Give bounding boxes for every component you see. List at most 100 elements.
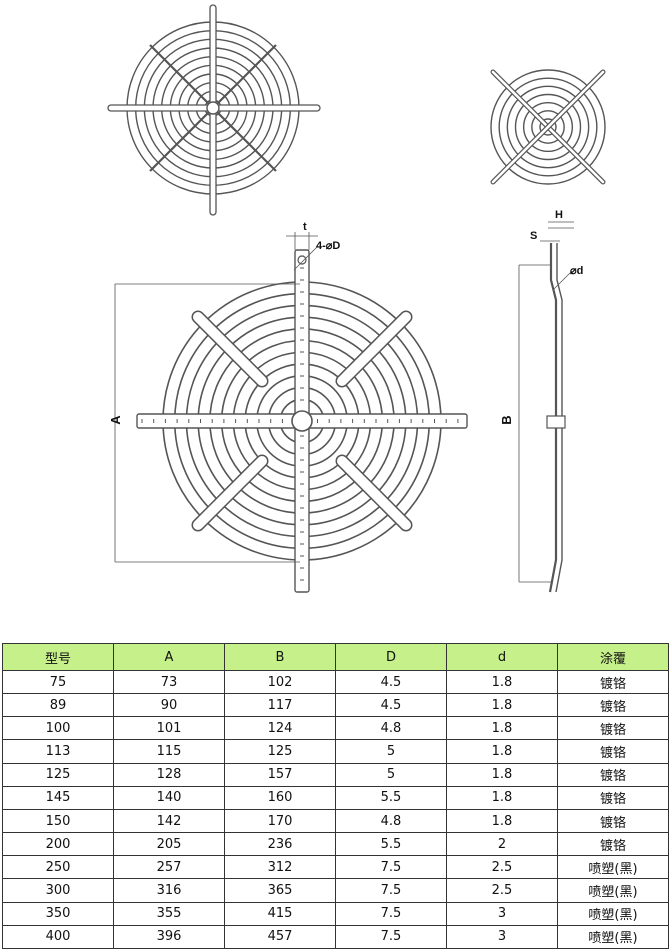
technical-drawings: A B H S t 4-⌀D ⌀d bbox=[107, 4, 606, 593]
table-cell: 5 bbox=[335, 739, 447, 764]
table-cell: 300 bbox=[2, 878, 114, 903]
table-cell: 7.5 bbox=[335, 901, 447, 926]
hole-label-big-d: 4-⌀D bbox=[316, 240, 340, 252]
table-cell: 1.8 bbox=[446, 716, 558, 741]
table-cell: 1.8 bbox=[446, 785, 558, 810]
table-cell: 1.8 bbox=[446, 739, 558, 764]
guard-ring bbox=[490, 69, 606, 185]
table-cell: 7.5 bbox=[335, 855, 447, 880]
table-cell: 镀铬 bbox=[557, 716, 669, 741]
table-cell: 7.5 bbox=[335, 878, 447, 903]
table-cell: 400 bbox=[2, 924, 114, 950]
col-header-a: A bbox=[113, 643, 225, 671]
table-cell: 5.5 bbox=[335, 832, 447, 857]
table-cell: 喷塑(黑) bbox=[557, 878, 669, 903]
side-hub bbox=[546, 415, 566, 429]
table-cell: 396 bbox=[113, 924, 225, 950]
table-cell: 2 bbox=[446, 832, 558, 857]
guard-spoke-inner bbox=[193, 456, 267, 530]
dim-label-s: S bbox=[530, 230, 537, 242]
table-cell: 200 bbox=[2, 832, 114, 857]
guard-hub bbox=[291, 410, 313, 432]
table-cell: 73 bbox=[113, 669, 225, 695]
guard-side-view bbox=[518, 221, 574, 593]
table-cell: 2.5 bbox=[446, 855, 558, 880]
guard-front-view bbox=[114, 232, 468, 593]
table-cell: 镀铬 bbox=[557, 693, 669, 718]
table-cell: 喷塑(黑) bbox=[557, 901, 669, 926]
guard-spoke bbox=[149, 107, 214, 172]
table-cell: 415 bbox=[224, 901, 336, 926]
hole-label-small-d: ⌀d bbox=[570, 265, 583, 277]
table-cell: 喷塑(黑) bbox=[557, 855, 669, 880]
table-cell: 3 bbox=[446, 924, 558, 950]
guard-ring bbox=[514, 93, 582, 161]
table-cell: 4.8 bbox=[335, 808, 447, 834]
table-cell: 312 bbox=[224, 855, 336, 880]
table-cell: 140 bbox=[113, 785, 225, 810]
guard-ring bbox=[522, 101, 574, 153]
leader-line bbox=[552, 270, 573, 291]
table-cell: 316 bbox=[113, 878, 225, 903]
table-cell: 157 bbox=[224, 762, 336, 787]
guard-round-iso-view bbox=[107, 4, 321, 216]
leader-line bbox=[293, 245, 319, 271]
guard-ring bbox=[539, 118, 557, 136]
table-cell: 1.8 bbox=[446, 669, 558, 695]
table-cell: 125 bbox=[224, 739, 336, 764]
table-cell: 142 bbox=[113, 808, 225, 834]
table-cell: 250 bbox=[2, 855, 114, 880]
guard-hub bbox=[206, 101, 220, 115]
table-cell: 117 bbox=[224, 693, 336, 718]
guard-ring bbox=[531, 110, 565, 144]
table-cell: 101 bbox=[113, 716, 225, 741]
guard-spoke-inner bbox=[337, 312, 411, 386]
guard-square-iso-view bbox=[490, 69, 606, 185]
col-header-d-small: d bbox=[446, 643, 558, 671]
guard-spoke-inner bbox=[337, 456, 411, 530]
guard-spoke bbox=[212, 44, 277, 109]
col-header-coating: 涂覆 bbox=[557, 643, 669, 671]
table-cell: 3 bbox=[446, 901, 558, 926]
table-cell: 5.5 bbox=[335, 785, 447, 810]
table-cell: 90 bbox=[113, 693, 225, 718]
table-cell: 4.8 bbox=[335, 716, 447, 741]
table-cell: 镀铬 bbox=[557, 669, 669, 695]
col-header-b: B bbox=[224, 643, 336, 671]
table-cell: 镀铬 bbox=[557, 762, 669, 787]
dim-label-h: H bbox=[555, 209, 563, 221]
guard-ring bbox=[506, 85, 590, 169]
dim-label-a: A bbox=[108, 415, 123, 425]
table-cell: 4.5 bbox=[335, 669, 447, 695]
table-cell: 150 bbox=[2, 808, 114, 834]
table-cell: 128 bbox=[113, 762, 225, 787]
table-cell: 113 bbox=[2, 739, 114, 764]
table-cell: 115 bbox=[113, 739, 225, 764]
table-cell: 75 bbox=[2, 669, 114, 695]
guard-profile bbox=[548, 243, 558, 593]
guard-bar-inner bbox=[491, 70, 605, 184]
table-cell: 镀铬 bbox=[557, 832, 669, 857]
table-cell: 125 bbox=[2, 762, 114, 787]
table-cell: 170 bbox=[224, 808, 336, 834]
table-cell: 1.8 bbox=[446, 693, 558, 718]
mount-hole bbox=[297, 255, 307, 265]
dim-label-b: B bbox=[499, 415, 514, 424]
table-cell: 喷塑(黑) bbox=[557, 924, 669, 950]
table-header-row: 型号 A B D d 涂覆 bbox=[2, 643, 669, 671]
col-header-model: 型号 bbox=[2, 643, 114, 671]
table-cell: 5 bbox=[335, 762, 447, 787]
table-cell: 145 bbox=[2, 785, 114, 810]
dim-label-t: t bbox=[303, 221, 307, 233]
